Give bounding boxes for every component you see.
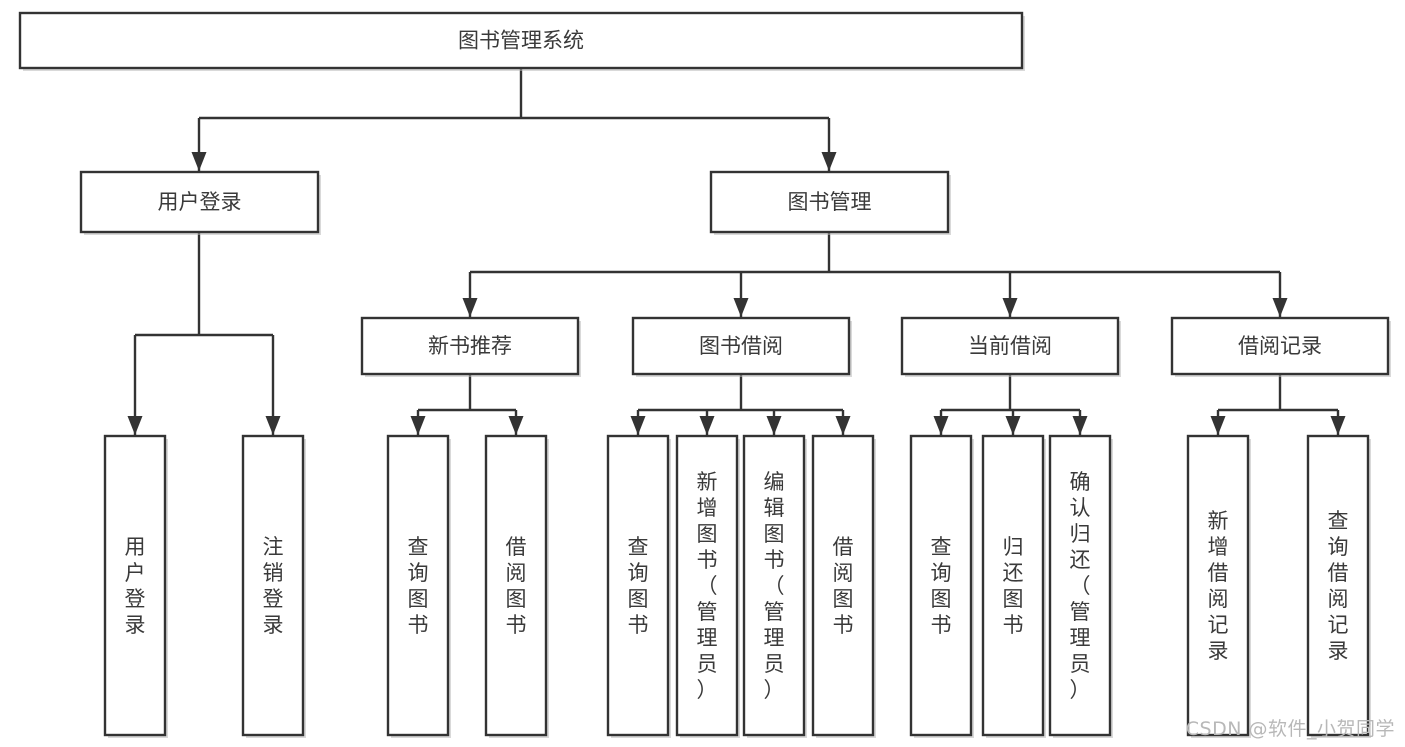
arrow-head-icon [508, 416, 524, 435]
arrow-head-icon [699, 416, 715, 435]
node-level3[interactable] [631, 316, 851, 376]
node-label: 当前借阅 [968, 334, 1052, 358]
node-leaf[interactable] [1186, 434, 1250, 737]
node-label: 注销登录 [263, 535, 284, 637]
node-label: 查询图书 [931, 535, 952, 637]
node-label: 查询图书 [408, 535, 429, 637]
node-label: 归还图书 [1003, 535, 1024, 637]
node-label: 图书管理系统 [458, 29, 584, 53]
arrow-head-icon [1002, 298, 1018, 317]
node-label: 借阅图书 [833, 535, 854, 637]
arrow-head-icon [1272, 298, 1288, 317]
node-leaf[interactable] [606, 434, 670, 737]
node-level3[interactable] [900, 316, 1120, 376]
node-level2[interactable] [79, 170, 320, 234]
arrow-head-icon [1330, 416, 1346, 435]
arrow-head-icon [127, 416, 143, 435]
node-leaf[interactable] [1048, 434, 1112, 737]
arrow-head-icon [191, 152, 207, 171]
node-layer: 图书管理系统用户登录图书管理新书推荐图书借阅当前借阅借阅记录用户登录注销登录查询… [18, 11, 1391, 738]
node-leaf[interactable] [241, 434, 305, 737]
arrow-head-icon [766, 416, 782, 435]
node-label: 借阅图书 [506, 535, 527, 637]
arrow-head-icon [462, 298, 478, 317]
node-level2[interactable] [709, 170, 950, 234]
arrow-head-icon [630, 416, 646, 435]
arrow-head-icon [733, 298, 749, 317]
arrow-head-icon [821, 152, 837, 171]
node-label: 查询图书 [628, 535, 649, 637]
node-label: 新增借阅记录 [1208, 509, 1229, 663]
arrow-head-icon [410, 416, 426, 435]
node-leaf[interactable] [981, 434, 1045, 737]
node-level3[interactable] [360, 316, 580, 376]
node-label: 图书借阅 [699, 334, 783, 358]
node-leaf[interactable] [1306, 434, 1370, 737]
node-label: 新书推荐 [428, 334, 512, 358]
arrow-head-icon [1072, 416, 1088, 435]
node-leaf[interactable] [386, 434, 450, 737]
arrow-head-icon [1005, 416, 1021, 435]
node-label: 用户登录 [125, 535, 146, 637]
node-leaf[interactable] [811, 434, 875, 737]
node-label: 借阅记录 [1238, 334, 1322, 358]
node-root-system[interactable] [18, 11, 1024, 70]
node-leaf[interactable] [484, 434, 548, 737]
arrow-head-icon [1210, 416, 1226, 435]
node-label: 新增图书（管理员） [697, 470, 718, 702]
node-leaf[interactable] [909, 434, 973, 737]
connector-layer [127, 68, 1346, 435]
node-level3[interactable] [1170, 316, 1390, 376]
node-label: 用户登录 [158, 190, 242, 214]
arrow-head-icon [933, 416, 949, 435]
node-leaf[interactable] [103, 434, 167, 737]
node-label: 编辑图书（管理员） [764, 470, 785, 702]
node-label: 确认归还（管理员） [1070, 470, 1091, 702]
node-leaf[interactable] [742, 434, 806, 737]
node-label: 图书管理 [788, 190, 872, 214]
arrow-head-icon [835, 416, 851, 435]
arrow-head-icon [265, 416, 281, 435]
node-label: 查询借阅记录 [1328, 509, 1349, 663]
node-leaf[interactable] [675, 434, 739, 737]
